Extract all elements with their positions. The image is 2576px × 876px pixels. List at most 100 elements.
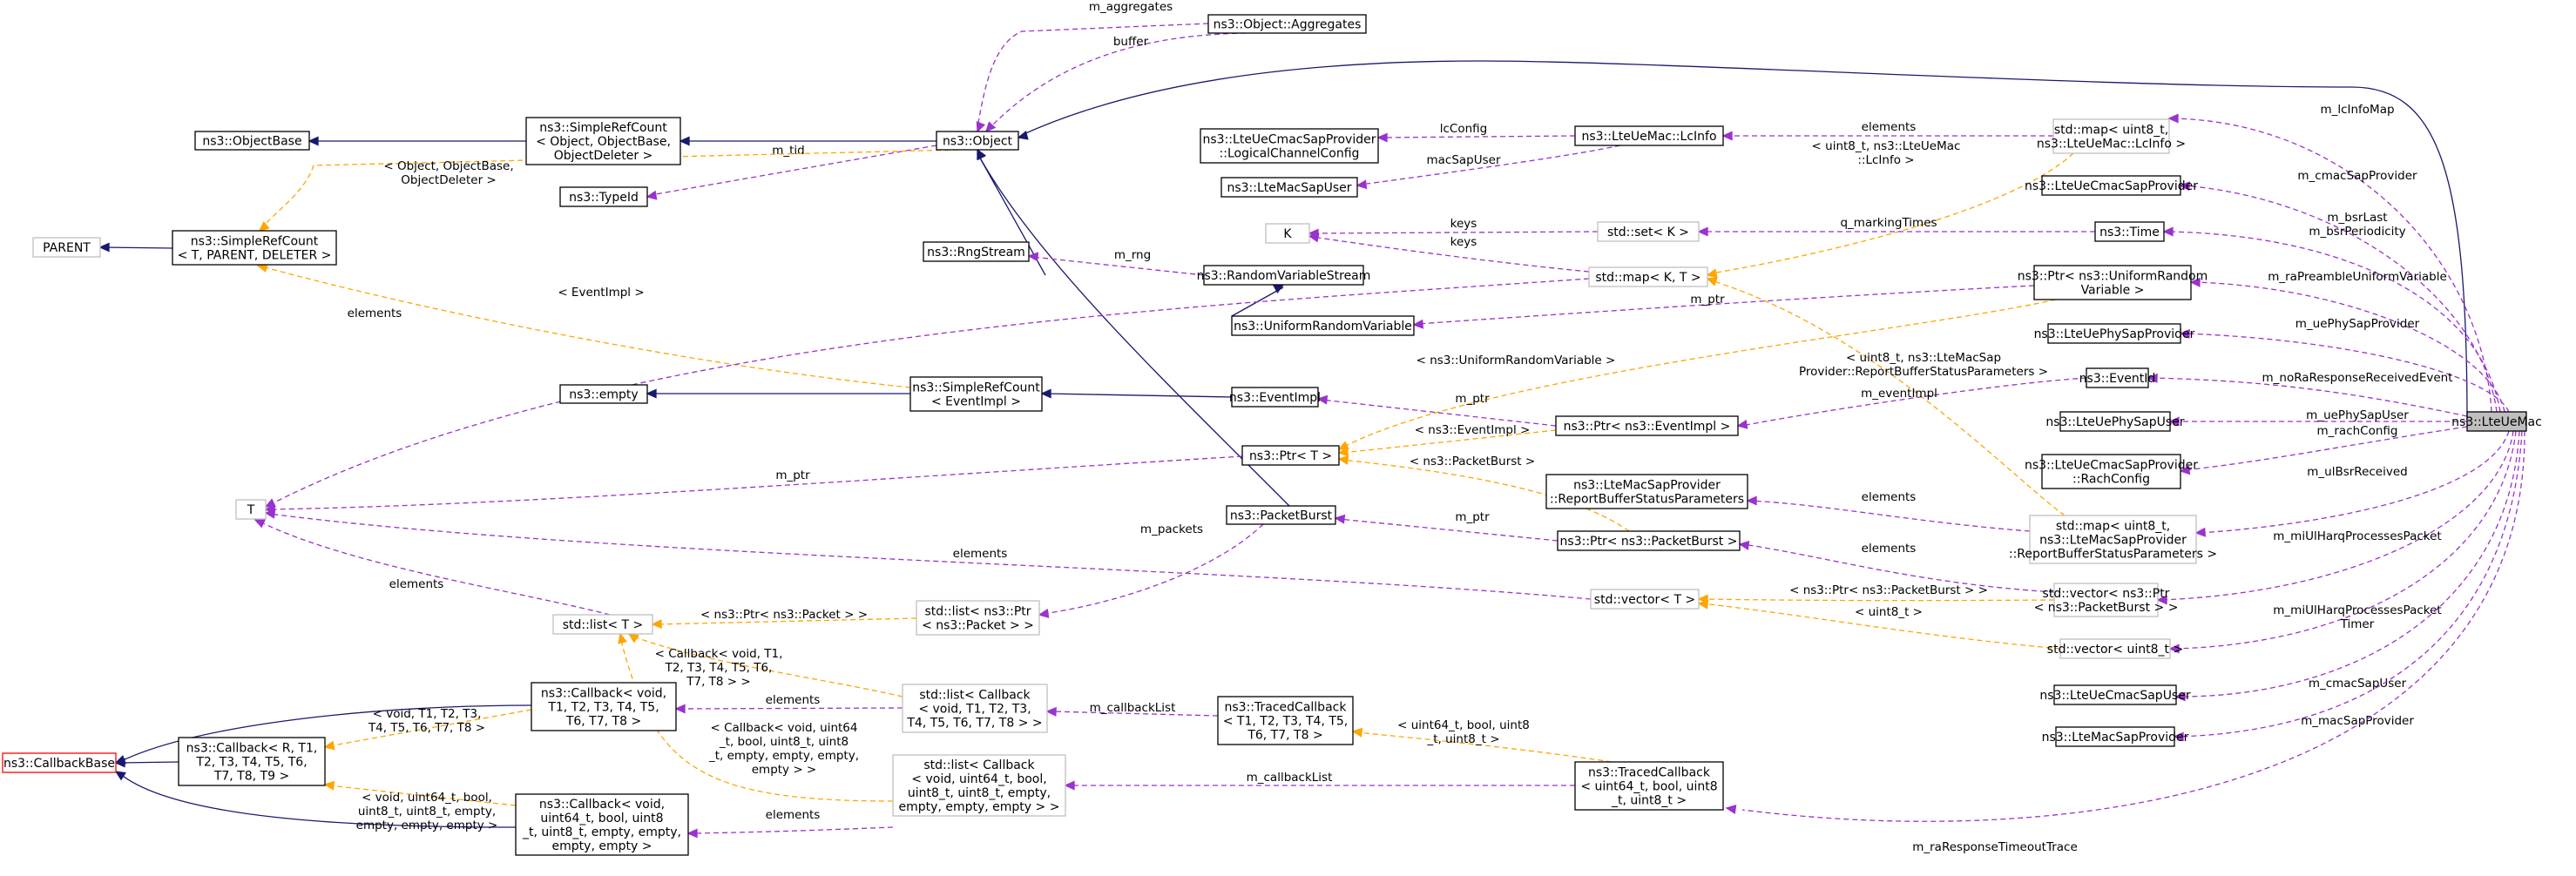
class-node-label: ns3::LteMacSapUser (1227, 181, 1351, 195)
edge-label: m_ptr (1455, 510, 1490, 524)
class-node-label: ns3::Time (2099, 226, 2160, 239)
class-node-cbbase[interactable]: ns3::CallbackBase (2, 752, 117, 773)
class-node-cb2[interactable]: ns3::Callback< void,uint64_t, bool, uint… (515, 793, 689, 856)
class-node-object[interactable]: ns3::Object (936, 131, 1019, 151)
class-node-label: < uint64_t, bool, uint8 (1580, 780, 1717, 794)
edge-line (1338, 518, 1558, 542)
class-node-label: ::LogicalChannelConfig (1220, 147, 1360, 161)
class-node-K[interactable]: K (1265, 223, 1310, 244)
arrowhead (627, 633, 639, 644)
class-node-cmacsapprov[interactable]: ns3::LteUeCmacSapProvider (2025, 175, 2198, 196)
edge-label: m_packets (1140, 522, 1203, 536)
class-node-logchcfg[interactable]: ns3::LteUeCmacSapProvider::LogicalChanne… (1200, 128, 1379, 164)
arrowhead (1334, 514, 1346, 524)
class-node-objectbase[interactable]: ns3::ObjectBase (194, 131, 310, 151)
class-node-cbR[interactable]: ns3::Callback< R, T1,T2, T3, T4, T5, T6,… (178, 737, 326, 786)
class-node-packetburst[interactable]: ns3::PacketBurst (1226, 505, 1336, 525)
arrowhead (2174, 691, 2186, 702)
class-node-label: < ns3::PacketBurst > > (2034, 601, 2179, 615)
arrowhead (1697, 599, 1709, 610)
class-node-empty[interactable]: ns3::empty (559, 384, 648, 404)
edge-listcb1_tpl: < Callback< void, T1,T2, T3, T4, T5, T6,… (627, 633, 903, 697)
edge-label: < void, T1, T2, T3, (373, 707, 482, 721)
class-node-label: T6, T7, T8 > (1247, 729, 1322, 743)
class-node-listcb2[interactable]: std::list< Callback< void, uint64_t, boo… (892, 754, 1066, 817)
class-node-maprbsp[interactable]: std::map< uint8_t,ns3::LteMacSapProvider… (2009, 515, 2217, 564)
inheritance-edge-3 (977, 148, 1290, 507)
class-node-cmacsapuser[interactable]: ns3::LteUeCmacSapUser (2039, 684, 2191, 705)
class-node-rbsp[interactable]: ns3::LteMacSapProvider::ReportBufferStat… (1545, 474, 1748, 509)
edge-line (118, 704, 532, 763)
class-node-macsapuser[interactable]: ns3::LteMacSapUser (1220, 177, 1358, 198)
class-node-ptrpb[interactable]: ns3::Ptr< ns3::PacketBurst > (1557, 530, 1741, 551)
class-node-urv[interactable]: ns3::UniformRandomVariable (1231, 315, 1415, 336)
arrowhead (258, 220, 270, 232)
class-node-macsapprov[interactable]: ns3::LteMacSapProvider (2042, 726, 2189, 747)
class-node-T[interactable]: T (235, 499, 267, 520)
class-node-eventimpl[interactable]: ns3::EventImpl (1229, 387, 1321, 408)
class-node-physapprov[interactable]: ns3::LteUePhySapProvider (2034, 323, 2195, 344)
edge-m_raPreambleUniformVariable: m_raPreambleUniformVariable (2189, 270, 2505, 413)
class-node-ptrevt[interactable]: ns3::Ptr< ns3::EventImpl > (1555, 415, 1739, 436)
inheritance-edge-1 (308, 136, 526, 146)
class-node-rachcfg[interactable]: ns3::LteUeCmacSapProvider::RachConfig (2025, 454, 2198, 489)
edge-line (1042, 523, 1264, 615)
edge-label: m_bsrPeriodicity (2309, 225, 2405, 239)
edge-label: keys (1450, 235, 1477, 249)
class-node-setK[interactable]: std::set< K > (1597, 221, 1700, 242)
class-node-physapuser[interactable]: ns3::LteUePhySapUser (2045, 411, 2185, 432)
class-node-mapKT[interactable]: std::map< K, T > (1588, 266, 1708, 287)
edge-m_miUlHarqProcessesPacket: m_miUlHarqProcessesPacket (2156, 430, 2514, 605)
edge-ptrpb_tpl: < ns3::PacketBurst > (1337, 455, 1630, 532)
edge-line (1741, 430, 2525, 822)
class-node-srcevt[interactable]: ns3::SimpleRefCount< EventImpl > (909, 376, 1043, 412)
arrowhead (1337, 441, 1349, 450)
class-node-parent[interactable]: PARENT (32, 237, 101, 258)
arrowhead (1316, 394, 1329, 405)
edge-line (1701, 603, 2061, 650)
class-node-maplc[interactable]: std::map< uint8_t,ns3::LteUeMac::LcInfo … (2037, 118, 2186, 154)
class-node-label: ns3::LteUePhySapProvider (2034, 327, 2195, 341)
class-node-label: ns3::PacketBurst (1230, 509, 1333, 523)
class-node-cb1[interactable]: ns3::Callback< void,T1, T2, T3, T4, T5,T… (531, 682, 677, 731)
class-node-srcobj[interactable]: ns3::SimpleRefCount< Object, ObjectBase,… (525, 117, 681, 165)
arrowhead (2189, 277, 2201, 287)
class-node-rvs[interactable]: ns3::RandomVariableStream (1197, 265, 1371, 286)
class-node-rngstream[interactable]: ns3::RngStream (923, 241, 1030, 262)
class-node-time[interactable]: ns3::Time (2094, 221, 2165, 242)
edge-line (1742, 543, 2055, 593)
class-node-ptrT[interactable]: ns3::Ptr< T > (1241, 445, 1340, 466)
arrowhead (1736, 419, 1748, 429)
arrowhead (2168, 644, 2180, 654)
class-node-srctpd[interactable]: ns3::SimpleRefCount< T, PARENT, DELETER … (172, 230, 337, 266)
edge-line (988, 32, 1247, 130)
inheritance-edge-11 (1017, 60, 2468, 422)
edge-label: m_callbackList (1090, 701, 1176, 715)
edge-label: m_miUlHarqProcessesPacket (2273, 603, 2441, 617)
class-node-typeid[interactable]: ns3::TypeId (559, 186, 648, 207)
class-node-eventid[interactable]: ns3::EventId (2079, 367, 2156, 388)
arrowhead (2179, 465, 2191, 475)
class-node-stdlistT[interactable]: std::list< T > (552, 614, 653, 635)
edge-label: m_eventImpl (1861, 387, 1937, 401)
class-node-aggregates[interactable]: ns3::Object::Aggregates (1207, 14, 1367, 34)
arrowhead (2162, 226, 2174, 237)
class-node-lcinfo[interactable]: ns3::LteUeMac::LcInfo (1574, 125, 1724, 146)
class-node-listcb1[interactable]: std::list< Callback< void, T1, T2, T3,T4… (902, 684, 1048, 733)
edge-line (2160, 430, 2514, 601)
class-node-vecT[interactable]: std::vector< T > (1590, 589, 1700, 610)
edge-line (1701, 598, 2055, 602)
edge-line (1342, 299, 2057, 448)
class-node-vecpb[interactable]: std::vector< ns3::Ptr< ns3::PacketBurst … (2034, 583, 2179, 617)
edge-line (1342, 429, 1557, 454)
class-node-label: std::list< Callback (923, 758, 1035, 772)
class-node-vecu8[interactable]: std::vector< uint8_t > (2047, 638, 2183, 659)
class-node-label: < ns3::Packet > > (922, 619, 1034, 633)
class-node-stdlistpkt[interactable]: std::list< ns3::Ptr< ns3::Packet > > (916, 600, 1040, 636)
edge-label: _t, bool, uint8_t, uint8 (719, 735, 849, 749)
arrowhead (679, 136, 690, 146)
class-node-tcb1[interactable]: ns3::TracedCallback< T1, T2, T3, T4, T5,… (1217, 696, 1354, 745)
class-node-ptrurv[interactable]: ns3::Ptr< ns3::UniformRandomVariable > (2018, 265, 2208, 300)
class-node-tcb2[interactable]: ns3::TracedCallback< uint64_t, bool, uin… (1574, 761, 1724, 811)
class-node-lteuemac[interactable]: ns3::LteUeMac (2451, 411, 2542, 432)
